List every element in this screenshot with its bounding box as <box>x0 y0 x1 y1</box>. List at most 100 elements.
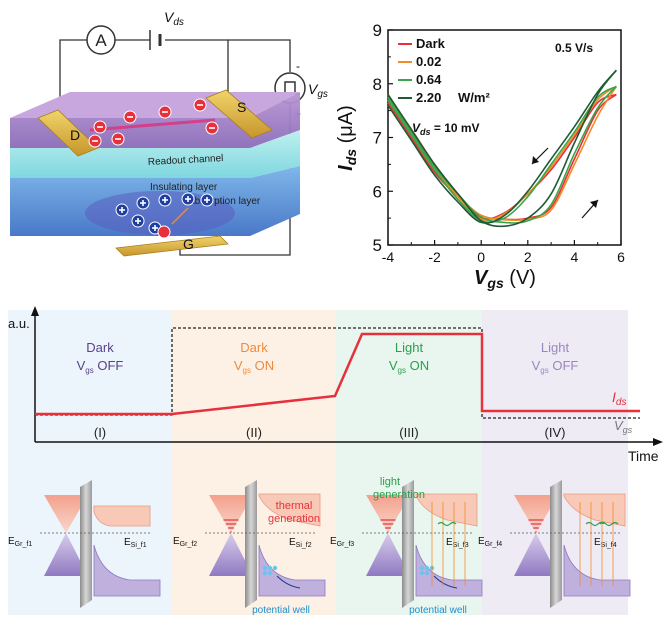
valence-band <box>93 544 161 597</box>
chart-legend: Dark 0.02 0.64 2.20 W/m² <box>398 36 490 105</box>
egr-sub: Gr_f4 <box>485 541 503 548</box>
x-tick-label: 6 <box>617 249 625 265</box>
accumulated-hole <box>419 565 425 571</box>
gate-label: G <box>183 236 194 252</box>
egr-sub: Gr_f3 <box>337 541 355 548</box>
vds-label: Vds <box>164 9 184 28</box>
x-tick-label: 2 <box>524 249 532 265</box>
insulator-barrier <box>80 480 92 608</box>
conduction-band <box>258 493 321 527</box>
y-tick-label: 9 <box>373 21 382 40</box>
chart-curves <box>387 69 617 228</box>
dirac-cone-upper <box>209 495 253 533</box>
egr-e: E <box>330 536 337 547</box>
insulating-layer-label: Insulating layer <box>150 182 218 193</box>
gate-electrode <box>115 235 229 257</box>
phase-roman: (IV) <box>545 425 566 440</box>
phase-roman: (I) <box>94 425 106 440</box>
dirac-cone-upper <box>44 495 88 533</box>
device-schematic: A Vds Vgs - + D S G Readout channel Insu… <box>10 9 328 257</box>
vgs-trace <box>35 327 640 419</box>
phase-state-onoff: ON <box>406 358 429 373</box>
legend-entry: 0.02 <box>416 54 441 69</box>
insulator-barrier <box>550 480 562 608</box>
conduction-band <box>93 505 151 527</box>
valence-band <box>563 544 631 597</box>
phase-state: Vgs ON <box>389 358 429 375</box>
y-tick-label: 7 <box>373 129 382 148</box>
graphene-fermi-label: EGr_f1 <box>8 536 32 548</box>
sweep-rate-label: 0.5 V/s <box>555 41 593 55</box>
curve-backward-2 <box>387 85 617 224</box>
valence-band <box>415 544 483 597</box>
phase-roman: (II) <box>246 425 262 440</box>
timing-x-arrow <box>653 438 663 446</box>
esi-sub: Si_f1 <box>131 542 147 549</box>
drain-label: D <box>70 127 80 143</box>
readout-channel-label: Readout channel <box>148 153 224 168</box>
accumulated-hole <box>424 565 430 571</box>
phase-roman: (III) <box>399 425 419 440</box>
esi-sub: Si_f2 <box>296 542 312 549</box>
phase-state: Vgs OFF <box>77 358 124 375</box>
silicon-fermi-label: ESi_f2 <box>289 537 312 549</box>
source-label: S <box>237 99 246 115</box>
drift-arrow <box>276 575 301 589</box>
electron-mark <box>157 225 171 239</box>
accumulated-hole <box>419 570 425 576</box>
thermal-generation-line1: thermal <box>276 500 313 512</box>
silicon-fermi-label: ESi_f3 <box>446 537 469 549</box>
graphene-fermi-label: EGr_f3 <box>330 536 354 548</box>
ammeter-icon <box>86 25 116 55</box>
x-tick-label: 0 <box>477 249 485 265</box>
source-minus-sign: - <box>296 59 300 73</box>
legend-entry: 0.64 <box>416 72 442 87</box>
absorption-layer-label: Absorption layer <box>188 196 261 207</box>
esi-e: E <box>289 537 296 548</box>
y-axis-label: Ids (μA) <box>335 105 359 171</box>
charge-carriers <box>88 98 219 239</box>
egr-e: E <box>8 536 15 547</box>
sweep-arrowhead-back <box>532 156 539 164</box>
photon-wave <box>437 521 457 527</box>
egr-e: E <box>173 536 180 547</box>
phase-title: Light <box>541 340 570 355</box>
phase-title: Dark <box>240 340 268 355</box>
dirac-cone-lower <box>514 533 558 576</box>
phase-title: Light <box>395 340 424 355</box>
dirac-cone-lower <box>209 533 253 576</box>
ammeter-label: A <box>95 31 107 50</box>
x-tick-label: 4 <box>571 249 579 265</box>
egr-sub: Gr_f1 <box>15 541 33 548</box>
esi-sub: Si_f4 <box>601 542 617 549</box>
vds-condition-label: Vds = 10 mV <box>412 121 480 137</box>
legend-entry: Dark <box>416 36 446 51</box>
egr-e: E <box>478 536 485 547</box>
phase-state-sub: gs <box>85 366 93 375</box>
source-electrode <box>205 89 273 139</box>
curve-forward-3 <box>387 69 617 228</box>
egr-sub: Gr_f2 <box>180 541 198 548</box>
drain-electrode <box>37 109 99 157</box>
thermal-generation-line2: generation <box>268 513 320 525</box>
legend-entry: 2.20 <box>416 90 441 105</box>
drift-arrow <box>433 575 458 589</box>
legend-unit: W/m² <box>458 90 490 105</box>
phase-state: Vgs ON <box>234 358 274 375</box>
accumulated-hole <box>267 570 273 576</box>
potential-well-label: potential well <box>252 605 310 616</box>
channel-line <box>89 118 216 132</box>
light-generation-line1: light <box>380 476 400 488</box>
esi-e: E <box>594 537 601 548</box>
dirac-cone-upper <box>514 495 558 533</box>
esi-sub: Si_f3 <box>453 542 469 549</box>
phase-state-v: V <box>77 358 86 373</box>
vgs-source-label: Vgs <box>308 81 328 100</box>
curve-forward-2 <box>387 85 617 224</box>
